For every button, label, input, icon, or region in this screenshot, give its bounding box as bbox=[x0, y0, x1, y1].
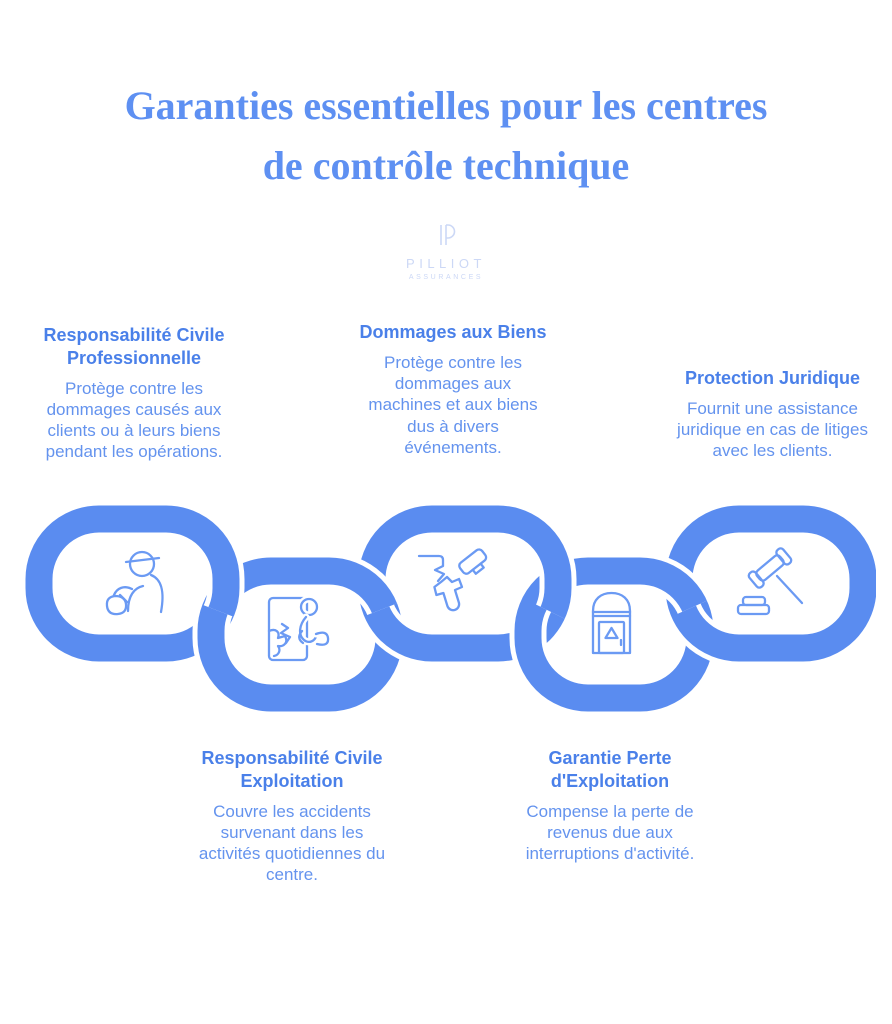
page-title: Garanties essentielles pour les centres … bbox=[124, 83, 768, 188]
pilliot-logo: PILLIOT ASSURANCES bbox=[0, 222, 892, 281]
guarantee-block-perte-exploitation: Garantie Perte d'Exploitation Compense l… bbox=[500, 747, 720, 864]
gavel-icon bbox=[736, 547, 804, 616]
guarantee-block-dommages-biens: Dommages aux Biens Protège contre les do… bbox=[340, 321, 566, 458]
guarantee-title: Garantie Perte d'Exploitation bbox=[548, 748, 672, 791]
chain-graphic bbox=[16, 500, 876, 715]
guarantee-description: Protège contre les dommages aux machines… bbox=[368, 352, 538, 457]
logo-name: PILLIOT bbox=[406, 256, 486, 271]
worker-icon bbox=[105, 550, 164, 616]
guarantee-title: Protection Juridique bbox=[684, 368, 861, 388]
guarantee-description: Compense la perte de revenus due aux int… bbox=[525, 801, 695, 864]
guarantee-block-protection-juridique: Protection Juridique Fournit une assista… bbox=[655, 367, 890, 462]
pilliot-monogram-icon bbox=[436, 224, 456, 252]
guarantee-block-rc-professionnelle: Responsabilité Civile Professionnelle Pr… bbox=[24, 324, 244, 463]
broken-mallet-icon bbox=[417, 548, 488, 612]
guarantee-title: Responsabilité Civile Exploitation bbox=[201, 748, 383, 791]
logo-tagline: ASSURANCES bbox=[408, 274, 484, 281]
chain-link bbox=[679, 519, 863, 648]
guarantee-title: Dommages aux Biens bbox=[359, 322, 547, 342]
guarantee-description: Couvre les accidents survenant dans les … bbox=[198, 801, 386, 885]
guarantee-description: Protège contre les dommages causés aux c… bbox=[45, 378, 223, 462]
guarantee-block-rc-exploitation: Responsabilité Civile Exploitation Couvr… bbox=[182, 747, 402, 886]
booth-icon bbox=[591, 591, 632, 655]
slip-accident-icon bbox=[267, 595, 332, 662]
guarantee-description: Fournit une assistance juridique en cas … bbox=[677, 398, 868, 461]
guarantee-title: Responsabilité Civile Professionnelle bbox=[43, 325, 225, 368]
